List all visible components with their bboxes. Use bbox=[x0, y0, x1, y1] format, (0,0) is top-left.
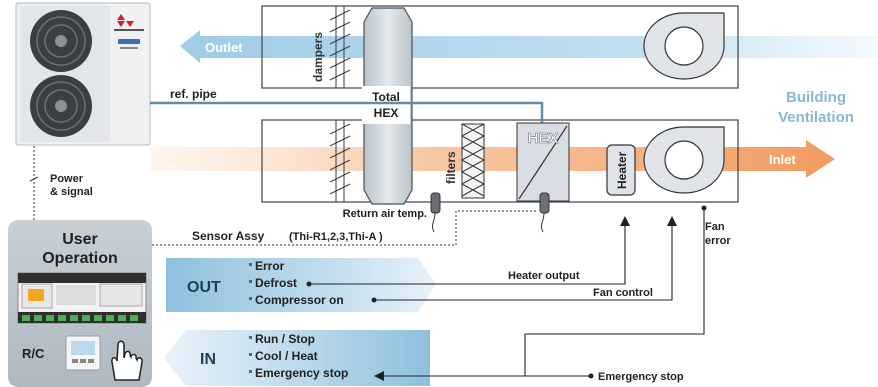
user-panel-title-line1: User bbox=[62, 231, 98, 248]
building-label-line2: Ventilation bbox=[778, 109, 854, 126]
outdoor-unit bbox=[16, 3, 150, 145]
return-air-label: Return air temp. bbox=[343, 208, 427, 220]
hex-label: HEX bbox=[528, 130, 559, 147]
hex-sensor-icon bbox=[540, 193, 549, 232]
user-panel-title-line2: Operation bbox=[42, 250, 118, 267]
power-label-line2: & signal bbox=[50, 186, 93, 198]
return-air-sensor-icon bbox=[431, 193, 440, 232]
fan-error-label-line2: error bbox=[705, 235, 731, 247]
in-item-run-stop: Run / Stop bbox=[255, 332, 315, 346]
out-item-defrost: Defrost bbox=[255, 276, 297, 290]
out-label: OUT bbox=[187, 279, 221, 296]
filters-label: filters bbox=[444, 151, 458, 184]
power-label-line1: Power bbox=[50, 173, 84, 185]
filter-icon bbox=[462, 124, 484, 198]
fan-error-label-line1: Fan bbox=[705, 221, 725, 233]
sensor-assy-label: Sensor Assy bbox=[192, 229, 265, 243]
emergency-stop-label: Emergency stop bbox=[598, 371, 684, 383]
out-item-compressor-on: Compressor on bbox=[255, 293, 344, 307]
outlet-label: Outlet bbox=[205, 40, 243, 55]
outlet-airflow-arrow bbox=[180, 30, 878, 63]
in-label: IN bbox=[200, 351, 216, 368]
inlet-airflow-arrow bbox=[150, 140, 835, 178]
inlet-label: Inlet bbox=[769, 152, 796, 167]
in-item-emergency-stop: Emergency stop bbox=[255, 366, 348, 380]
out-item-error: Error bbox=[255, 259, 285, 273]
building-label-line1: Building bbox=[786, 89, 846, 106]
sensor-assy-detail: (Thi-R1,2,3,Thi-A ) bbox=[289, 231, 383, 243]
heater-label: Heater bbox=[615, 151, 629, 189]
in-item-cool-heat: Cool / Heat bbox=[255, 349, 318, 363]
total-hex-label-line2: HEX bbox=[374, 106, 399, 120]
dampers-label: dampers bbox=[311, 32, 325, 82]
exhaust-fan-icon bbox=[644, 13, 724, 79]
controller-board-icon bbox=[18, 273, 146, 323]
supply-fan-icon bbox=[644, 127, 724, 193]
rc-label: R/C bbox=[22, 346, 45, 361]
fan-control-label: Fan control bbox=[593, 287, 653, 299]
remote-controller-icon[interactable] bbox=[66, 336, 100, 370]
heater-output-label: Heater output bbox=[508, 270, 580, 282]
ref-pipe bbox=[150, 103, 542, 125]
ref-pipe-label: ref. pipe bbox=[170, 87, 217, 101]
